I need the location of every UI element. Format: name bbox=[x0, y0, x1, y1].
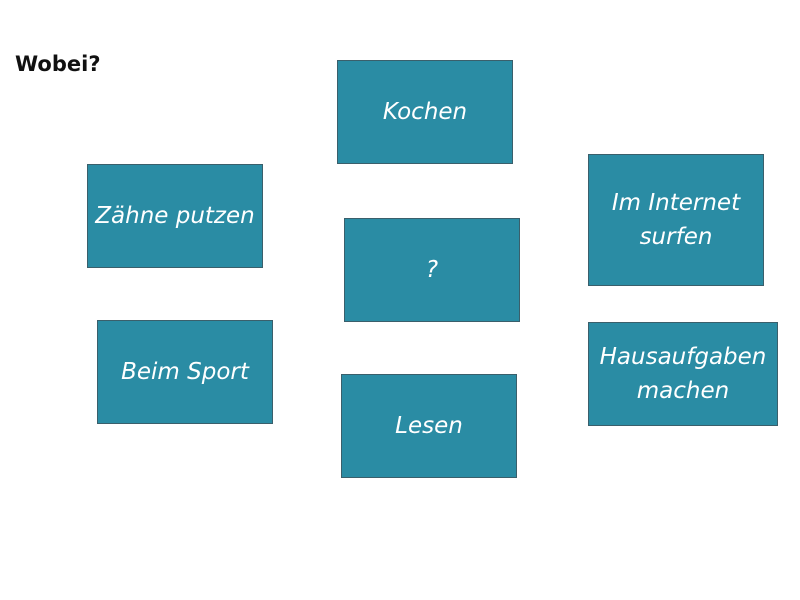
activity-box-hausaufgaben-machen: Hausaufgaben machen bbox=[588, 322, 778, 426]
question-mark-label: ? bbox=[425, 257, 439, 283]
activity-label: Lesen bbox=[395, 413, 463, 439]
center-question-box: ? bbox=[344, 218, 520, 322]
activity-label: Kochen bbox=[382, 99, 468, 125]
page-title: Wobei? bbox=[15, 52, 101, 76]
activity-label: Beim Sport bbox=[121, 359, 249, 385]
activity-box-lesen: Lesen bbox=[341, 374, 517, 478]
activity-label: Zähne putzen bbox=[95, 203, 255, 229]
activity-box-kochen: Kochen bbox=[337, 60, 513, 164]
activity-box-zaehne-putzen: Zähne putzen bbox=[87, 164, 263, 268]
activity-label: Im Internet surfen bbox=[611, 190, 741, 250]
activity-box-beim-sport: Beim Sport bbox=[97, 320, 273, 424]
activity-label: Hausaufgaben machen bbox=[599, 344, 767, 404]
activity-box-im-internet-surfen: Im Internet surfen bbox=[588, 154, 764, 286]
